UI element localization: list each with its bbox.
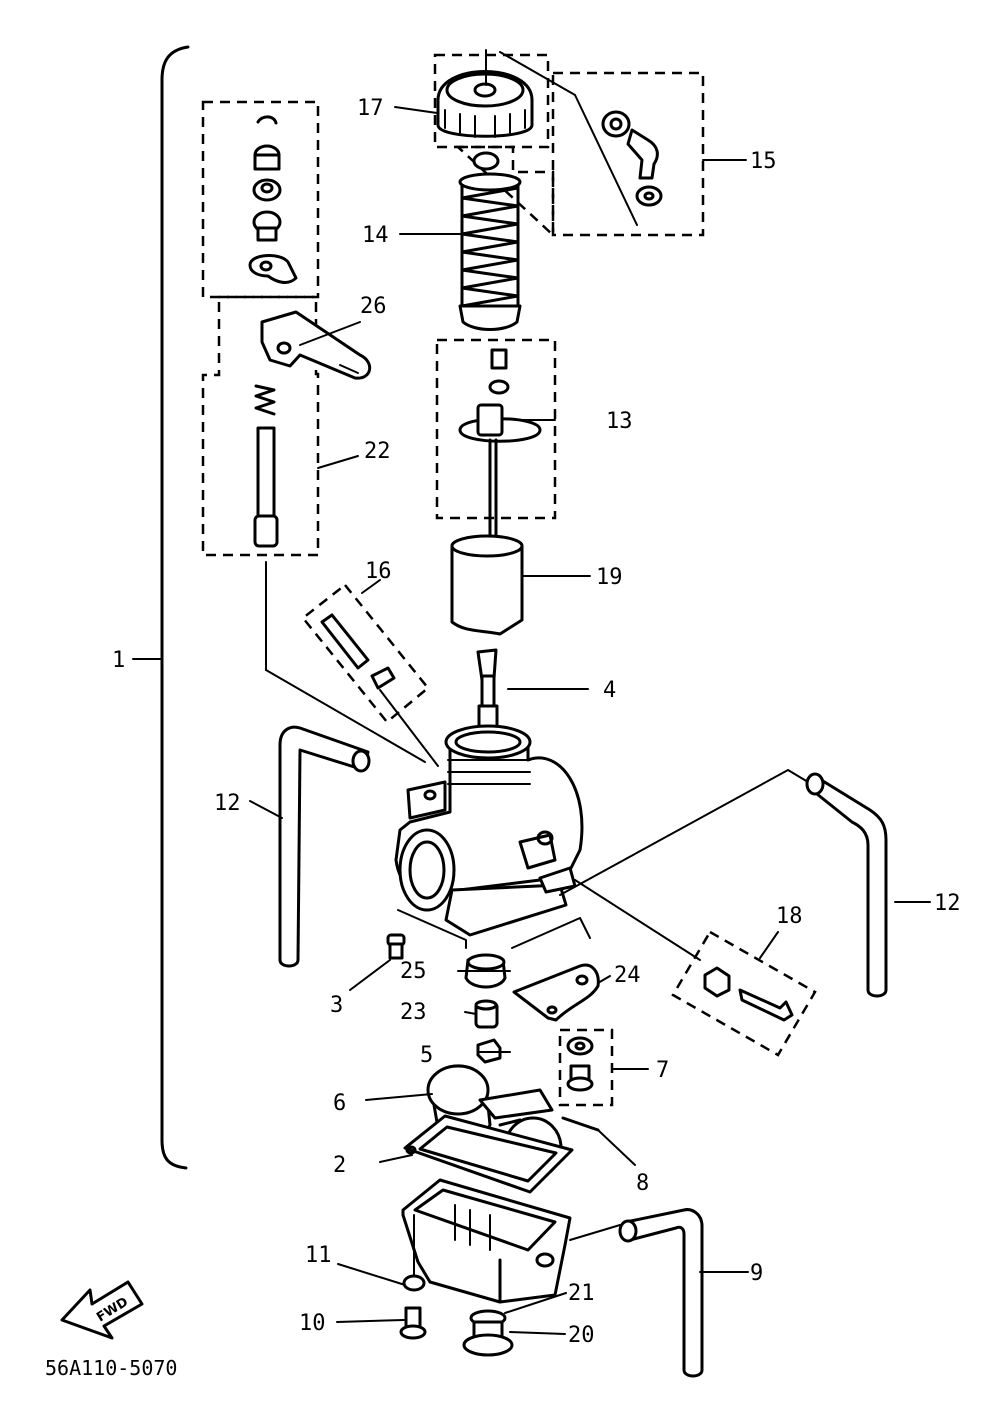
part-float-valve-7 xyxy=(566,1036,594,1092)
callout-18: 18 xyxy=(776,904,803,929)
group-box-14-top xyxy=(454,145,555,238)
part-plate-26 xyxy=(260,310,371,380)
part-tube-12-left xyxy=(278,725,371,968)
part-needle-set-13 xyxy=(458,348,542,567)
leader-lines xyxy=(132,106,931,1335)
callout-5: 5 xyxy=(420,1043,433,1068)
part-bolt-3 xyxy=(386,933,406,960)
part-plunger-22 xyxy=(253,384,426,763)
callout-12-right: 12 xyxy=(934,891,961,916)
part-needle-jet-4 xyxy=(476,648,499,730)
group-box-18 xyxy=(671,930,817,1057)
group-box-17 xyxy=(433,53,550,149)
callout-8: 8 xyxy=(636,1171,649,1196)
callout-2: 2 xyxy=(333,1153,346,1178)
callout-14: 14 xyxy=(362,223,389,248)
callout-22: 22 xyxy=(364,439,391,464)
callout-6: 6 xyxy=(333,1091,346,1116)
callout-16: 16 xyxy=(365,559,392,584)
callout-23: 23 xyxy=(400,1000,427,1025)
callout-10: 10 xyxy=(299,1311,326,1336)
callout-21: 21 xyxy=(568,1281,595,1306)
callout-1: 1 xyxy=(112,648,125,673)
callout-12-left: 12 xyxy=(214,791,241,816)
callout-4: 4 xyxy=(603,678,616,703)
callout-15: 15 xyxy=(750,149,777,174)
part-locknut xyxy=(472,151,500,171)
callout-13: 13 xyxy=(606,409,633,434)
dashed-group-boxes xyxy=(201,53,817,1107)
body-base-bracket xyxy=(397,909,591,949)
group-box-7 xyxy=(558,1028,614,1107)
part-float-bowl xyxy=(401,1178,572,1304)
callout-labels: 1 2 3 4 5 6 7 8 9 10 11 12 12 13 14 15 1… xyxy=(112,96,961,1348)
group-box-16 xyxy=(301,583,430,724)
callout-3: 3 xyxy=(330,993,343,1018)
fwd-arrow-icon: FWD xyxy=(60,1280,144,1340)
callout-25: 25 xyxy=(400,959,427,984)
assembly-bracket xyxy=(160,45,190,1170)
group-box-26-22 xyxy=(201,295,320,557)
part-spring-14 xyxy=(458,172,522,331)
air-line-to-18 xyxy=(559,769,809,896)
callout-24: 24 xyxy=(614,963,641,988)
part-washer-11 xyxy=(402,1274,426,1292)
part-gasket-24 xyxy=(512,963,600,1022)
callout-9: 9 xyxy=(750,1261,763,1286)
part-pilot-screw-16 xyxy=(320,613,439,767)
part-screw-10 xyxy=(399,1306,427,1340)
callout-20: 20 xyxy=(568,1323,595,1348)
part-drain-plug-20 xyxy=(462,1320,514,1357)
group-box-13 xyxy=(435,338,557,520)
part-jet-holder-25 xyxy=(464,953,507,989)
callout-19: 19 xyxy=(596,565,623,590)
part-tube-9 xyxy=(618,1208,704,1378)
callout-26: 26 xyxy=(360,294,387,319)
part-tube-12-right xyxy=(805,772,888,998)
group-box-upper-left xyxy=(201,100,320,299)
part-upper-left-set xyxy=(248,115,298,284)
callout-11: 11 xyxy=(305,1243,332,1268)
part-pin-8 xyxy=(561,1116,600,1132)
callout-17: 17 xyxy=(357,96,384,121)
carburetor-body xyxy=(394,724,584,937)
part-jet-23 xyxy=(474,999,499,1029)
group-box-15 xyxy=(551,71,705,237)
part-screw-set-18 xyxy=(703,966,794,1022)
leader-to-18 xyxy=(574,879,701,961)
part-gasket-2 xyxy=(403,1114,574,1194)
callout-7: 7 xyxy=(656,1058,669,1083)
part-throttle-valve-19 xyxy=(450,534,524,636)
part-elbow-fitting-15 xyxy=(574,94,663,226)
part-cap-17 xyxy=(436,49,576,138)
part-code: 56A110-5070 xyxy=(45,1356,177,1380)
